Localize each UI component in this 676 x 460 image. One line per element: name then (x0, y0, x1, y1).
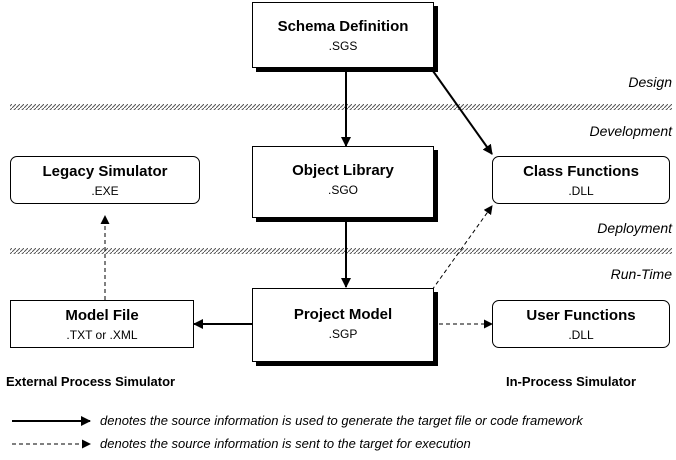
box-title: Class Functions (523, 163, 639, 180)
external-process-simulator-label: External Process Simulator (6, 374, 176, 389)
box-extension: .SGP (328, 327, 358, 341)
phase-label-design: Design (628, 74, 672, 90)
arrow-project-model-to-class-functions (431, 205, 493, 291)
box-extension: .EXE (91, 184, 119, 198)
deployment-runtime-separator (10, 248, 672, 254)
box-extension: .DLL (568, 328, 594, 342)
box-title: Schema Definition (277, 18, 409, 35)
user-functions-box: User Functions .DLL (492, 300, 670, 348)
object-library-box: Object Library .SGO (252, 146, 434, 218)
box-extension: .SGS (328, 39, 358, 53)
project-model-box: Project Model .SGP (252, 288, 434, 362)
phase-label-deployment: Deployment (597, 220, 672, 236)
arrow-schema-to-class-functions (427, 63, 493, 155)
model-file-box: Model File .TXT or .XML (10, 300, 194, 348)
legend-solid-text: denotes the source information is used t… (100, 413, 583, 428)
phase-label-runtime: Run-Time (610, 266, 672, 282)
box-extension: .TXT or .XML (66, 328, 138, 342)
box-title: Project Model (293, 306, 393, 323)
phase-label-development: Development (589, 123, 673, 139)
schema-definition-box: Schema Definition .SGS (252, 2, 434, 68)
legend-dashed-text: denotes the source information is sent t… (100, 436, 471, 451)
box-extension: .SGO (327, 183, 358, 197)
box-title: Model File (65, 307, 139, 324)
box-title: User Functions (526, 307, 636, 324)
box-title: Legacy Simulator (42, 163, 168, 180)
box-title: Object Library (292, 162, 394, 179)
design-development-separator (10, 104, 672, 110)
class-functions-box: Class Functions .DLL (492, 156, 670, 204)
legacy-simulator-box: Legacy Simulator .EXE (10, 156, 200, 204)
box-extension: .DLL (568, 184, 594, 198)
in-process-simulator-label: In-Process Simulator (506, 374, 637, 389)
